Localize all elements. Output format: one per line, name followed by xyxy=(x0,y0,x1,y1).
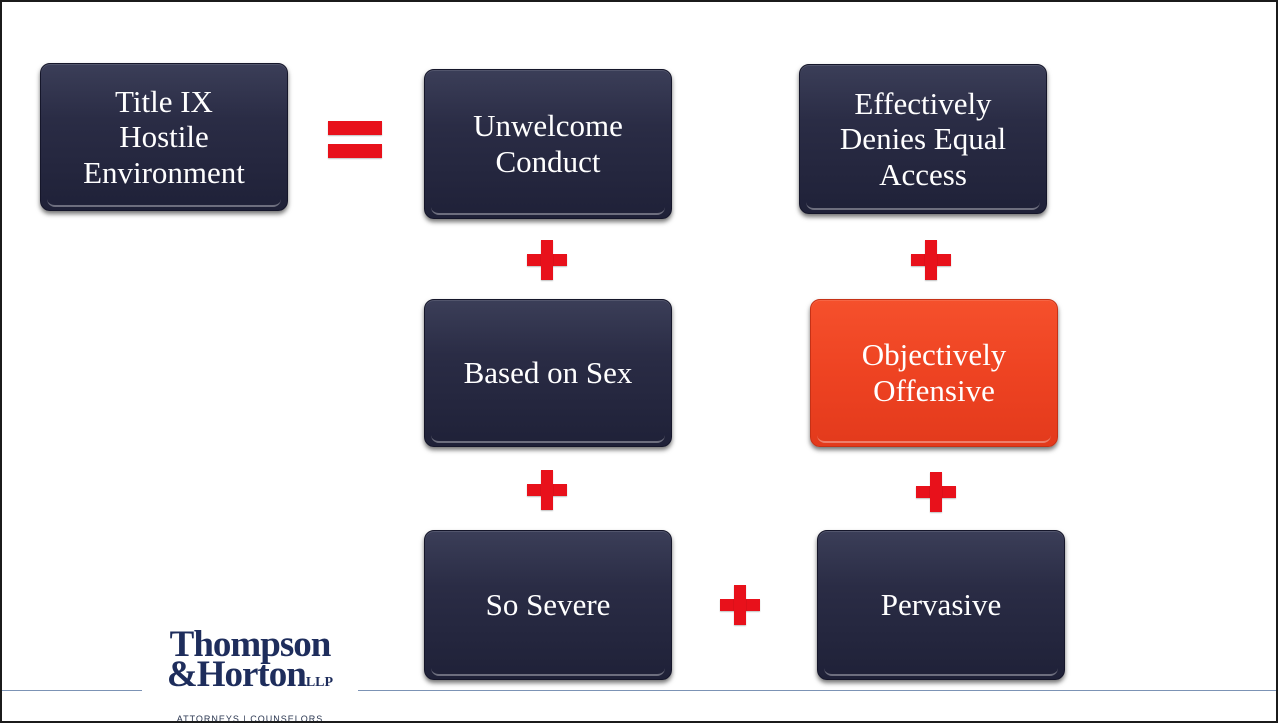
logo-line2: &HortonLLP xyxy=(150,656,350,693)
equals-bar-top xyxy=(328,121,382,135)
box-unwelcome-conduct: Unwelcome Conduct xyxy=(424,69,672,219)
plus-icon-left-upper xyxy=(527,240,567,280)
firm-logo: Thompson &HortonLLP ATTORNEYS | COUNSELO… xyxy=(150,624,350,723)
logo-line2-text: &Horton xyxy=(166,654,307,695)
plus-icon-right-lower xyxy=(916,472,956,512)
footer-divider-right xyxy=(358,690,1276,691)
footer-divider-left xyxy=(2,690,142,691)
plus-icon-left-lower xyxy=(527,470,567,510)
equals-bar-bottom xyxy=(328,144,382,158)
box-effectively-denies-equal-access: Effectively Denies Equal Access xyxy=(799,64,1047,214)
logo-suffix: LLP xyxy=(305,675,334,690)
box-so-severe: So Severe xyxy=(424,530,672,680)
box-title-ix-hostile-environment: Title IX Hostile Environment xyxy=(40,63,288,211)
plus-icon-bottom-middle xyxy=(720,585,760,625)
logo-tagline: ATTORNEYS | COUNSELORS xyxy=(176,714,324,723)
box-objectively-offensive: Objectively Offensive xyxy=(810,299,1058,447)
equals-sign-icon xyxy=(328,121,382,159)
box-pervasive: Pervasive xyxy=(817,530,1065,680)
box-based-on-sex: Based on Sex xyxy=(424,299,672,447)
plus-icon-right-upper xyxy=(911,240,951,280)
logo-line1: Thompson xyxy=(169,624,332,665)
